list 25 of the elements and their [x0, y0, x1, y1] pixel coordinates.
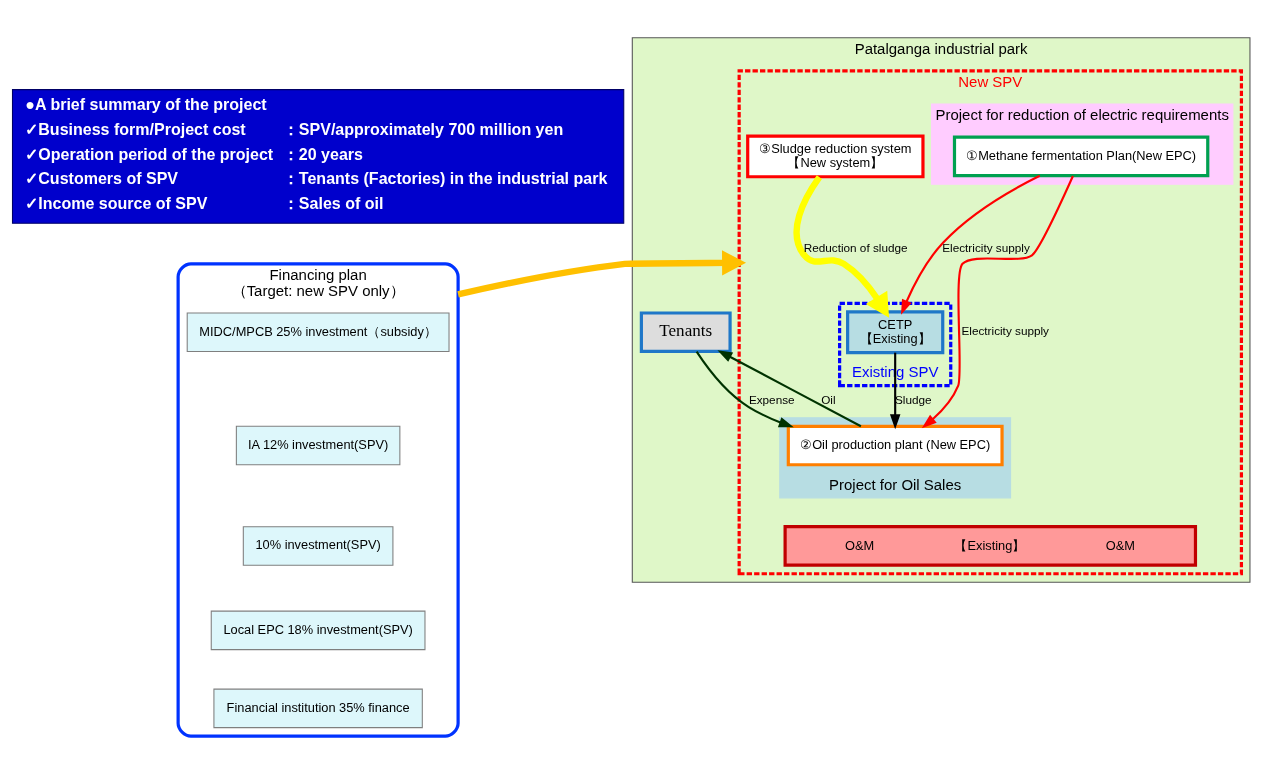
node-box: Financial institution 35% finance [213, 688, 423, 729]
edge-label: Oil [821, 392, 836, 406]
arrow [695, 351, 794, 428]
node-box: ●A brief summary of the project ✓Business form/Project cost ：SPV/approximately 700 million yen ✓Operation period of the project ：20 years ✓Customers of SPV ：Tenants (Factories) in the industrial park ✓Income source of SPV ：Sales of oil [11, 89, 625, 224]
edge-label: Expense [748, 392, 795, 406]
edge-label: Reduction of sludge [803, 240, 908, 254]
node-box: IA 12% investment(SPV) [235, 425, 401, 466]
node-box: Local EPC 18% investment(SPV) [210, 610, 426, 651]
arrow [921, 175, 1074, 429]
edge-label: Electricity supply [942, 240, 1030, 254]
arrow [889, 352, 901, 430]
edge-label: Sludge [895, 392, 932, 406]
arrow [717, 350, 862, 428]
arrow [457, 250, 747, 298]
node-box: CETP 【Existing】 [846, 310, 945, 355]
edge-label: Electricity supply [961, 324, 1049, 338]
arrow [793, 175, 890, 318]
node-box: O&M 【Existing】 O&M [783, 525, 1198, 567]
node-box: ②Oil production plant (New EPC) [786, 424, 1004, 467]
node-box: ③Sludge reduction system 【New system】 [746, 134, 925, 179]
node-box: Tenants [639, 311, 732, 354]
node-box: ①Methane fermentation Plan(New EPC) [952, 135, 1210, 178]
arrow [901, 174, 1041, 315]
node-box: MIDC/MPCB 25% investment（subsidy） [186, 312, 450, 352]
node-box: 10% investment(SPV) [242, 526, 394, 566]
